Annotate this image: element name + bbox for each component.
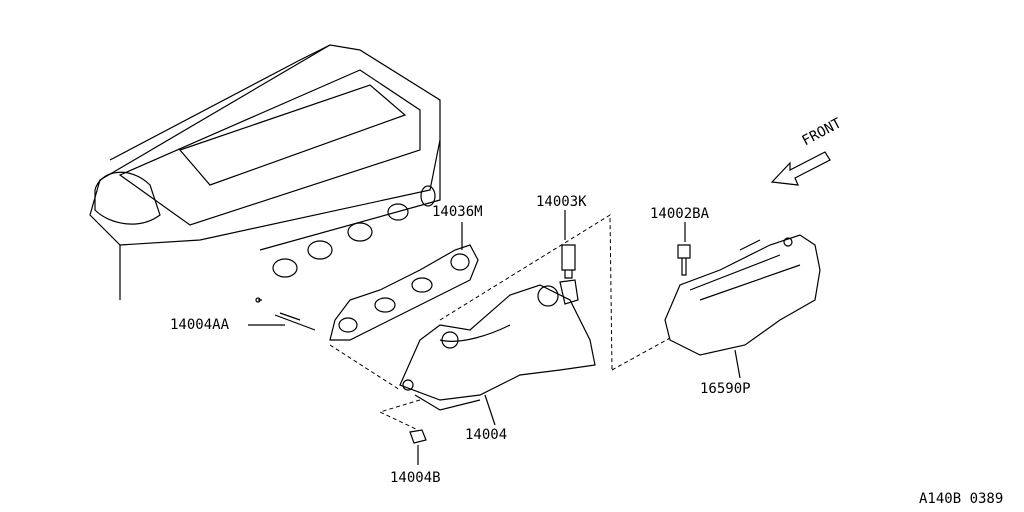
part-label-14004aa[interactable]: 14004AA [170,317,230,333]
leader-lines [248,210,741,465]
nut-14004b [409,429,427,444]
exhaust-manifold [399,279,596,411]
part-label-14004b[interactable]: 14004B [390,470,441,486]
part-label-16590p[interactable]: 16590P [700,381,751,397]
drawing-code: A140B 0389 [919,491,1004,507]
bolt-14002ba [677,244,691,276]
oxygen-sensor-14003k [561,244,576,279]
part-label-14004[interactable]: 14004 [465,427,508,443]
part-label-14003k[interactable]: 14003K [536,194,587,210]
stud-14004aa [255,297,316,331]
part-label-14002ba[interactable]: 14002BA [650,206,710,222]
engine-cylinder-head [89,44,441,300]
part-label-14036m[interactable]: 14036M [432,204,483,220]
heat-shield-16590p [664,234,821,356]
manifold-gasket [329,244,479,341]
front-arrow-icon [770,151,831,186]
